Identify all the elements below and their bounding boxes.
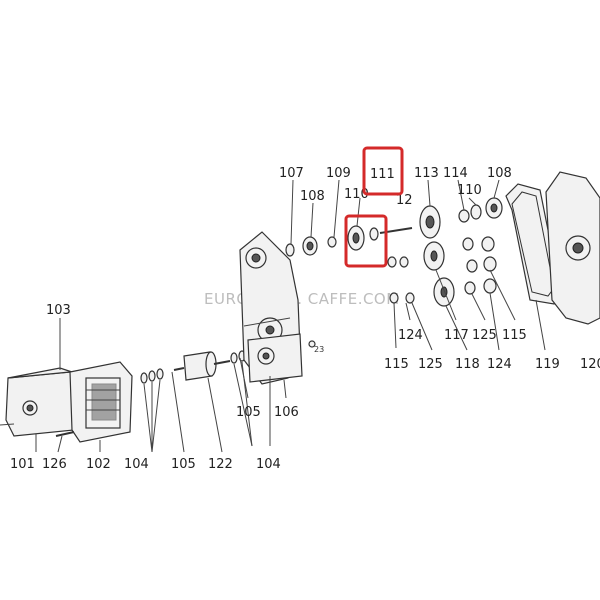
label-125-b: 125 (472, 328, 497, 343)
rotor-122 (173, 351, 231, 381)
label-103: 103 (46, 303, 71, 318)
label-108-right: 108 (487, 166, 512, 181)
label-118: 118 (455, 357, 480, 372)
label-104-right: 104 (256, 457, 281, 472)
label-112: 12 (396, 193, 413, 208)
label-109: 109 (326, 166, 351, 181)
label-119: 119 (535, 357, 560, 372)
label-115-a: 115 (384, 357, 409, 372)
gear-117 (423, 241, 445, 271)
cover-120 (545, 171, 600, 325)
motor-stator-102 (69, 361, 133, 443)
gear-113 (419, 205, 441, 239)
watermark: EUROMAT ... CAFFE.COM (204, 290, 400, 308)
label-110-right: 110 (457, 183, 482, 198)
highlight-box-part-111 (344, 214, 388, 268)
bushing-108 (302, 236, 318, 256)
washers-104-right (230, 350, 246, 364)
label-106: 106 (274, 405, 299, 420)
washer-111 (369, 227, 413, 241)
label-114: 114 (443, 166, 468, 181)
gear-housing-106 (239, 231, 303, 385)
label-123: 23 (314, 345, 324, 354)
label-125-a: 125 (418, 357, 443, 372)
label-105-left: 105 (171, 457, 196, 472)
label-104-left: 104 (124, 457, 149, 472)
washer-109 (327, 236, 337, 248)
gear-118 (433, 277, 455, 307)
leader-lines (35, 179, 546, 453)
part-labels: 107 108 109 110 111 12 113 114 110 108 1… (10, 166, 600, 472)
label-107: 107 (279, 166, 304, 181)
bushing-108-right (485, 197, 503, 219)
label-101: 101 (10, 457, 35, 472)
label-122: 122 (208, 457, 233, 472)
label-105-right: 105 (236, 405, 261, 420)
label-120: 120 (580, 357, 600, 372)
label-124-b: 124 (487, 357, 512, 372)
screw-123 (308, 340, 316, 348)
label-115-b: 115 (502, 328, 527, 343)
label-113: 113 (414, 166, 439, 181)
label-111: 111 (370, 167, 395, 182)
highlight-box-label-111 (362, 146, 404, 196)
label-126: 126 (42, 457, 67, 472)
label-108: 108 (300, 189, 325, 204)
label-117: 117 (444, 328, 469, 343)
label-124-a: 124 (398, 328, 423, 343)
washers-104-left (140, 368, 164, 384)
screw-126 (55, 431, 75, 437)
label-102: 102 (86, 457, 111, 472)
gear-110 (347, 225, 365, 251)
motor-housing-101 (0, 367, 79, 437)
washer-107 (285, 243, 295, 257)
